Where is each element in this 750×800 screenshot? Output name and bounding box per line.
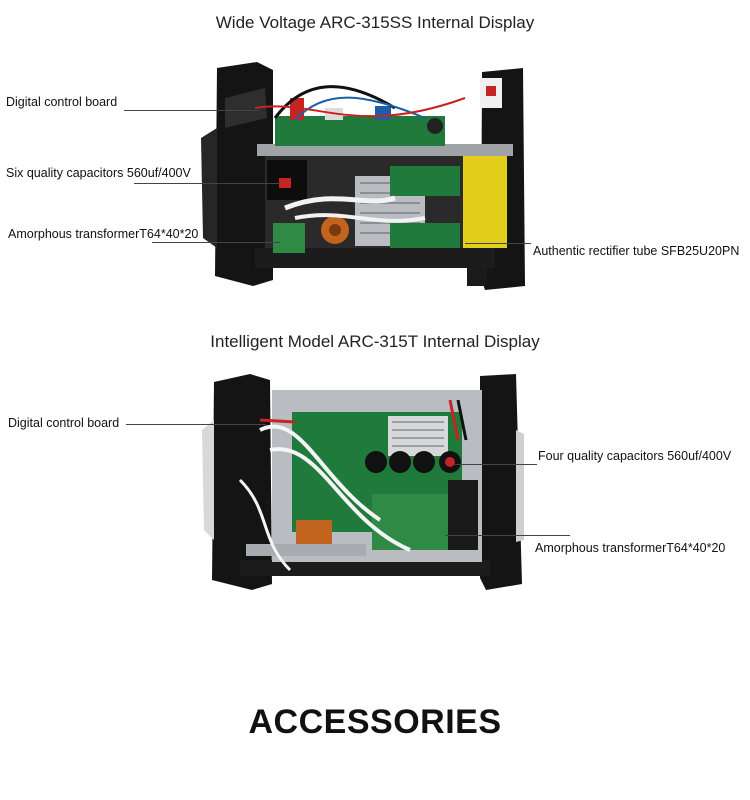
s1-label-control-board: Digital control board bbox=[6, 95, 118, 109]
s2-label-transformer: Amorphous transformerT64*40*20 bbox=[535, 541, 726, 555]
s2-label-control-board: Digital control board bbox=[8, 416, 120, 430]
s2-leader-capacitors bbox=[455, 464, 537, 465]
s1-label-rectifier: Authentic rectifier tube SFB25U20PN bbox=[533, 244, 740, 258]
s1-leader-capacitors bbox=[134, 183, 280, 184]
s1-label-capacitors: Six quality capacitors 560uf/400V bbox=[6, 166, 191, 180]
s2-leader-transformer bbox=[445, 535, 570, 536]
s1-label-transformer: Amorphous transformerT64*40*20 bbox=[8, 227, 199, 241]
arc-315ss-internal-photo bbox=[201, 62, 525, 290]
arc-315t-internal-photo bbox=[202, 374, 524, 590]
s2-label-capacitors: Four quality capacitors 560uf/400V bbox=[538, 449, 732, 463]
s1-leader-control-board bbox=[124, 110, 260, 111]
section2-title: Intelligent Model ARC-315T Internal Disp… bbox=[210, 332, 540, 351]
s1-leader-rectifier bbox=[465, 243, 531, 244]
section1-title: Wide Voltage ARC-315SS Internal Display bbox=[215, 13, 535, 32]
s1-leader-transformer bbox=[152, 242, 280, 243]
s2-leader-control-board bbox=[126, 424, 266, 425]
accessories-heading: ACCESSORIES bbox=[248, 703, 502, 741]
